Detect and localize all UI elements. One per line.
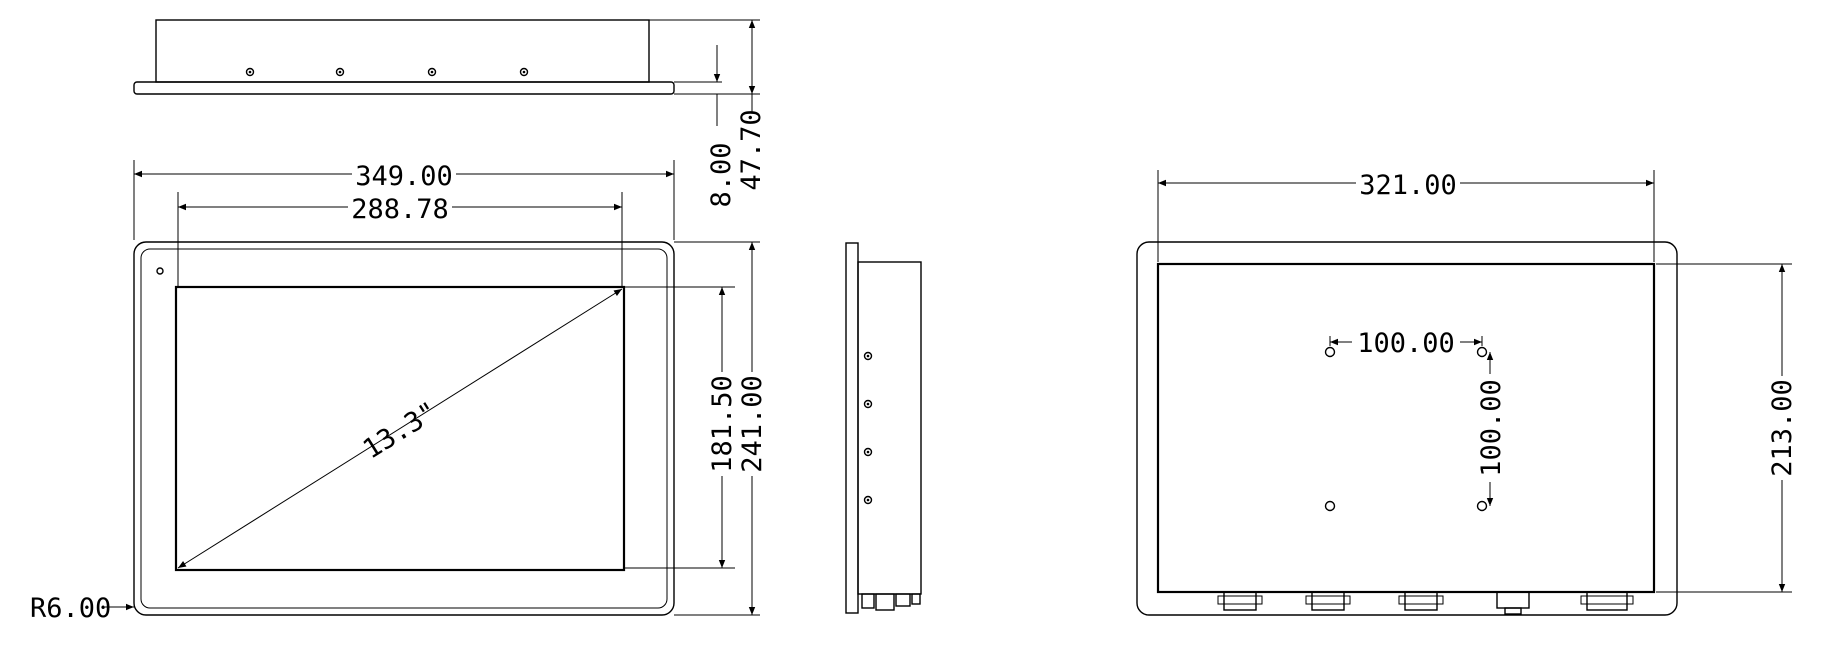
dim-overall-width: 349.00 bbox=[355, 161, 453, 192]
side-housing bbox=[857, 261, 922, 595]
top-view: 8.00 47.70 bbox=[133, 19, 767, 208]
rear-bezel bbox=[1136, 241, 1678, 616]
top-view-flange bbox=[133, 81, 675, 95]
dim-corner-radius: R6.00 bbox=[30, 593, 111, 624]
vesa-mount-holes bbox=[1324, 346, 1488, 512]
side-bezel bbox=[845, 242, 859, 614]
side-view-screws bbox=[863, 351, 873, 505]
rear-housing bbox=[1156, 262, 1656, 594]
front-indicator-led bbox=[156, 267, 164, 275]
dim-back-height: 213.00 bbox=[1767, 379, 1798, 477]
dim-overall-height: 241.00 bbox=[737, 375, 768, 473]
dim-display-height: 181.50 bbox=[707, 375, 738, 473]
side-view bbox=[845, 242, 922, 614]
side-view-connectors bbox=[861, 593, 921, 611]
dim-vesa-vertical: 100.00 bbox=[1476, 379, 1507, 477]
front-bezel bbox=[133, 241, 675, 616]
dim-overall-depth: 47.70 bbox=[736, 109, 767, 190]
dim-display-width: 288.78 bbox=[351, 194, 449, 225]
dim-diagonal: 13.3" bbox=[358, 396, 443, 465]
top-view-screws bbox=[245, 67, 529, 77]
dim-vesa-horizontal: 100.00 bbox=[1357, 328, 1455, 359]
rear-connectors bbox=[1217, 591, 1634, 615]
front-display-area bbox=[174, 285, 626, 572]
dim-back-width: 321.00 bbox=[1359, 170, 1457, 201]
dim-bezel-thickness: 8.00 bbox=[706, 142, 737, 207]
top-view-housing bbox=[155, 19, 650, 83]
rear-view: 100.00 100.00 321.00 213.00 bbox=[1136, 167, 1798, 616]
front-view: 13.3" 349.00 288.78 181.50 241.00 R6.00 bbox=[30, 158, 768, 624]
